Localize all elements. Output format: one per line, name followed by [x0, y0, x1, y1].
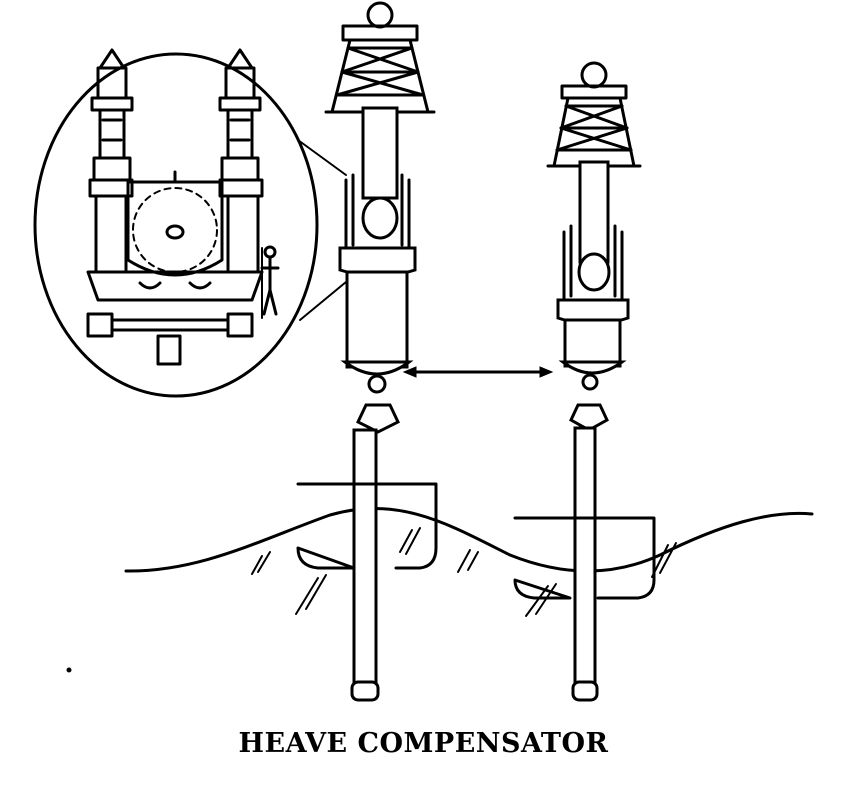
wave-hatching [251, 527, 677, 617]
right-traveling-block [577, 252, 611, 292]
left-kelly [361, 106, 399, 200]
diagram-caption: HEAVE COMPENSATOR [238, 728, 609, 759]
left-compensator-cylinder [345, 270, 409, 369]
right-drill-pipe [573, 426, 597, 700]
right-compensator-cylinder [563, 318, 622, 368]
reference-line [402, 366, 554, 378]
right-kelly [578, 160, 610, 264]
right-derrick [546, 84, 642, 168]
sea-surface-wave [124, 507, 814, 573]
right-drilling-rig [546, 61, 642, 702]
stray-dot [66, 667, 72, 673]
right-crown-block [580, 61, 608, 89]
left-crown-block [366, 1, 394, 29]
left-traveling-block [361, 196, 399, 240]
right-ship-hull [513, 516, 656, 600]
left-drill-pipe [352, 428, 378, 700]
left-drilling-rig [324, 1, 436, 702]
person-figure [260, 245, 280, 319]
left-derrick [324, 24, 436, 114]
detail-inset [33, 48, 347, 398]
left-ship-hull [296, 482, 438, 570]
